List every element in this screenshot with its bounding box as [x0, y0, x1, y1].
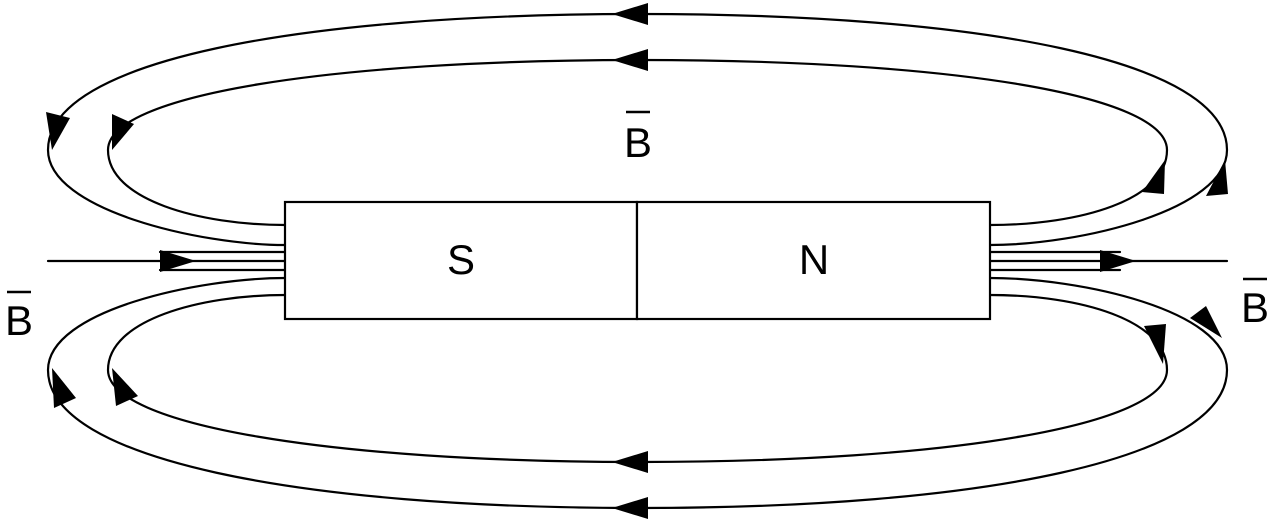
arrow-axis-left — [160, 250, 196, 272]
arrow-inner-bottom — [612, 451, 648, 473]
arrow-outer-top-right — [1206, 160, 1228, 196]
arrow-inner-top — [612, 49, 648, 71]
magnet-north-half — [635, 200, 992, 321]
arrow-inner-bottom-right — [1144, 324, 1166, 364]
arrow-outer-bottom-right — [1190, 306, 1222, 338]
arrow-inner-bottom-left — [112, 368, 138, 406]
arrow-outer-bottom — [612, 497, 648, 519]
field-label-left: B — [5, 297, 33, 344]
arrow-outer-bottom-left — [52, 368, 76, 408]
arrow-inner-top-left — [112, 114, 134, 150]
field-label-right: B — [1241, 284, 1269, 331]
arrow-outer-top — [612, 3, 648, 25]
arrow-inner-top-right — [1142, 160, 1165, 194]
field-label-top: B — [624, 119, 652, 166]
magnet-north-label: N — [799, 236, 829, 283]
magnet-south-label: S — [447, 236, 475, 283]
arrow-axis-right — [1100, 250, 1136, 272]
arrow-outer-top-left — [46, 112, 70, 150]
